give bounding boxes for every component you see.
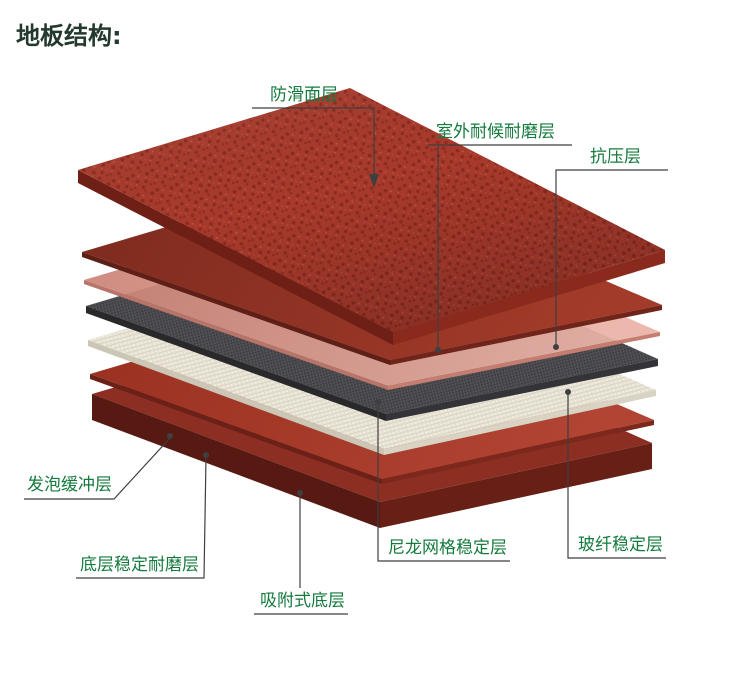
callout-bottom-wear: 底层稳定耐磨层 xyxy=(76,452,209,579)
label-compression: 抗压层 xyxy=(590,147,641,167)
callout-foam-cushion: 发泡缓冲层 xyxy=(24,433,173,500)
page-title: 地板结构: xyxy=(16,22,122,50)
callout-line-bottom-wear xyxy=(76,456,207,579)
callout-dot-adsorption-bottom xyxy=(297,490,303,496)
callout-fiberglass: 玻纤稳定层 xyxy=(565,389,666,559)
callout-outdoor-wear: 室外耐候耐磨层 xyxy=(428,122,572,353)
label-outdoor-wear: 室外耐候耐磨层 xyxy=(436,122,555,142)
layer-left-edge xyxy=(88,340,384,455)
callout-line-nylon-mesh xyxy=(377,404,510,562)
layer-left-edge xyxy=(84,280,388,390)
label-foam-cushion: 发泡缓冲层 xyxy=(27,475,112,495)
layer-left-edge xyxy=(82,252,390,365)
callout-dot-fiberglass xyxy=(565,389,571,395)
label-adsorption-bottom: 吸附式底层 xyxy=(260,591,345,611)
callout-anti-slip: 防滑面层 xyxy=(252,85,379,188)
callout-line-adsorption-bottom xyxy=(254,495,348,615)
callouts: 防滑面层 室外耐候耐磨层 抗压层 发泡缓冲层 底层稳定耐磨层 吸附式底层 xyxy=(24,85,668,615)
callout-dot-compression xyxy=(553,344,559,350)
layer-right-edge xyxy=(380,443,652,528)
callout-arrow-anti-slip xyxy=(369,174,379,188)
label-anti-slip: 防滑面层 xyxy=(270,85,338,105)
callout-compression: 抗压层 xyxy=(553,147,668,350)
label-nylon-mesh: 尼龙网格稳定层 xyxy=(388,538,507,558)
layer-right-edge xyxy=(390,305,662,365)
callout-dot-nylon-mesh xyxy=(375,399,381,405)
callout-line-fiberglass xyxy=(567,394,666,559)
callout-dot-outdoor-wear xyxy=(435,347,441,353)
layer-right-edge xyxy=(384,390,656,455)
callout-dot-foam-cushion xyxy=(167,433,173,439)
layer-stack xyxy=(78,88,665,528)
layer-right-edge xyxy=(393,250,665,345)
label-fiberglass: 玻纤稳定层 xyxy=(578,535,663,555)
callout-adsorption-bottom: 吸附式底层 xyxy=(254,490,348,615)
layer-left-edge xyxy=(92,394,380,528)
layer-anti-slip-surface xyxy=(78,88,665,345)
callout-dot-bottom-wear xyxy=(203,452,209,458)
callout-line-compression xyxy=(555,169,668,346)
layer-top-face-shading xyxy=(78,88,665,332)
layer-right-edge xyxy=(386,359,658,421)
label-bottom-wear: 底层稳定耐磨层 xyxy=(80,555,199,575)
layer-left-edge xyxy=(78,170,393,345)
layer-left-edge xyxy=(90,374,382,484)
callout-nylon-mesh: 尼龙网格稳定层 xyxy=(375,399,510,562)
callout-line-foam-cushion xyxy=(24,437,171,500)
layer-right-edge xyxy=(388,332,660,390)
callout-line-outdoor-wear xyxy=(428,144,572,349)
layer-left-edge xyxy=(86,306,386,421)
layer-right-edge xyxy=(382,420,654,484)
callout-line-anti-slip xyxy=(252,107,375,174)
